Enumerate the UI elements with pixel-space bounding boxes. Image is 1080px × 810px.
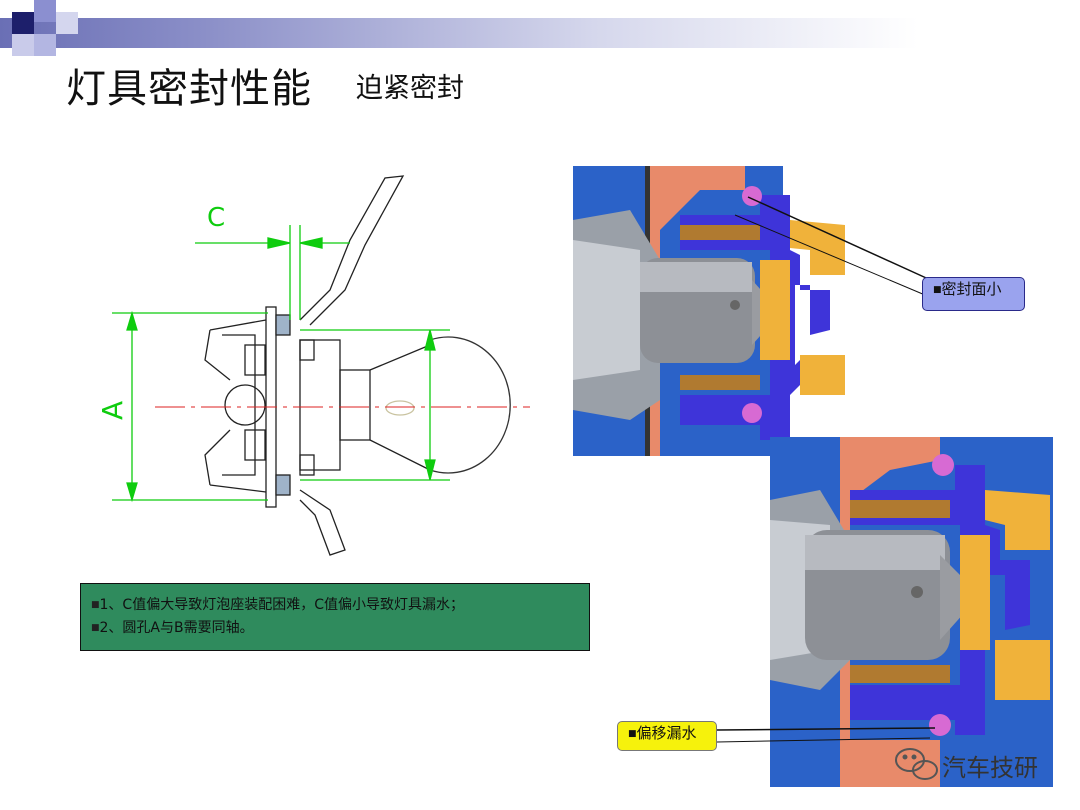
dimension-lines [112,225,450,503]
deco-square [12,34,34,56]
note-item: ■2、圆孔A与B需要同轴。 [91,620,254,636]
lamp-socket-drawing [204,175,511,556]
deco-square [34,0,56,22]
header-gradient-bar [0,18,1080,48]
dimension-label-c: C [207,203,225,233]
cross-section-lower [716,437,1053,787]
notes-box: ■1、C值偏大导致灯泡座装配困难，C值偏小导致灯具漏水； ■2、圆孔A与B需要同… [80,583,590,651]
callout-seal-small-text: 密封面小 [941,280,1002,298]
callout-seal-small: ■密封面小 [922,277,1025,311]
dimension-label-a: A [96,401,129,420]
callout-offset-leak: ■偏移漏水 [617,721,717,751]
page-subtitle: 迫紧密封 [356,73,464,104]
note-item: ■1、C值偏大导致灯泡座装配困难，C值偏小导致灯具漏水； [91,597,464,613]
note-item-text: 1、C值偏大导致灯泡座装配困难，C值偏小导致灯具漏水； [99,597,464,613]
page-title: 灯具密封性能 [66,66,312,112]
deco-square [56,12,78,34]
watermark-text: 汽车技研 [942,754,1038,782]
cross-section-upper [573,166,936,456]
note-item-text: 2、圆孔A与B需要同轴。 [99,620,254,636]
callout-offset-leak-text: 偏移漏水 [636,724,697,742]
deco-square [34,34,56,56]
deco-square [12,12,34,34]
